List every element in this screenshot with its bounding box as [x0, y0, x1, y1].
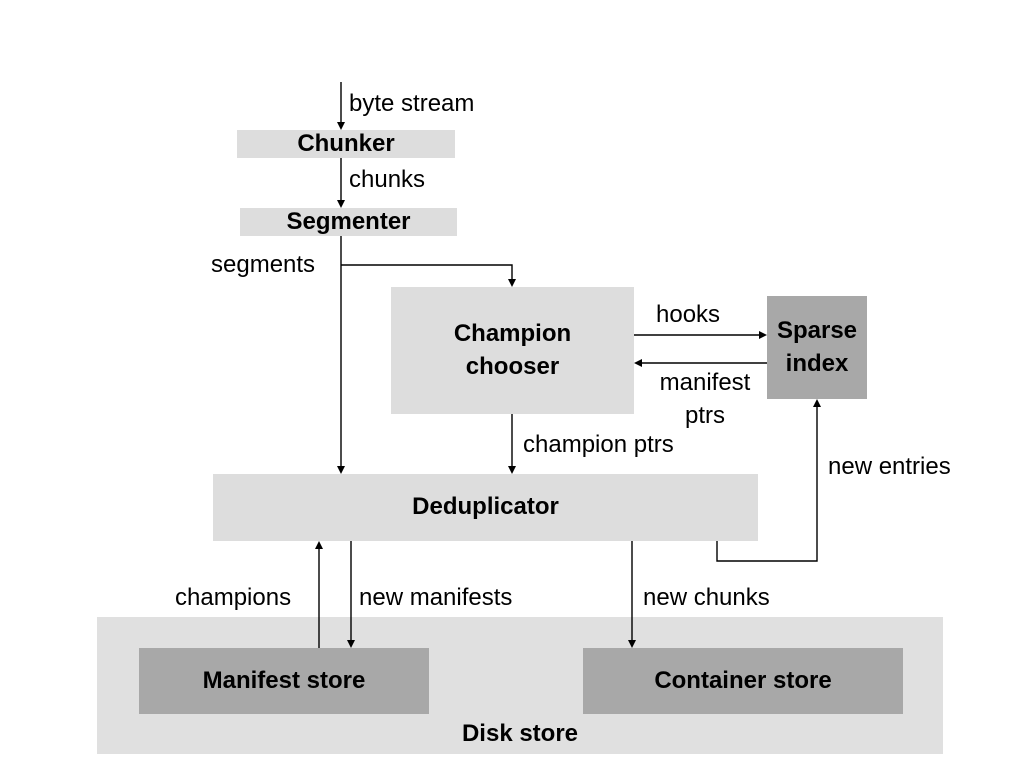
- sparse-index-label-line1: Sparse: [776, 317, 858, 345]
- arrowhead-manifest-ptrs: [634, 359, 642, 367]
- arrowhead-byte-stream: [337, 122, 345, 130]
- manifest-store-label: Manifest store: [202, 666, 366, 694]
- label-new-entries: new entries: [828, 453, 951, 480]
- arrowhead-chunks: [337, 200, 345, 208]
- manifest-store-box: Manifest store: [139, 648, 429, 714]
- champion-chooser-label-line1: Champion: [453, 320, 572, 348]
- champion-chooser-box: Champion chooser: [391, 287, 634, 414]
- arrowhead-hooks: [759, 331, 767, 339]
- champion-chooser-label-line2: chooser: [465, 352, 560, 380]
- label-hooks: hooks: [656, 301, 721, 328]
- arrowhead-champions: [315, 541, 323, 549]
- arrowhead-new-entries: [813, 399, 821, 407]
- label-manifest-ptrs-line2: ptrs: [684, 402, 725, 429]
- sparse-index-label-line2: index: [785, 349, 849, 377]
- arrow-segments-to-chooser: [341, 264, 513, 279]
- chunker-box: Chunker: [237, 130, 455, 158]
- label-chunks: chunks: [349, 166, 426, 193]
- label-new-manifests: new manifests: [359, 584, 513, 611]
- segmenter-box: Segmenter: [240, 208, 457, 236]
- arrowhead-champion-ptrs: [508, 466, 516, 474]
- label-champion-ptrs: champion ptrs: [523, 431, 674, 458]
- deduplicator-label: Deduplicator: [412, 493, 559, 521]
- arrowhead-segments-to-chooser: [508, 279, 516, 287]
- chunker-label: Chunker: [297, 130, 395, 157]
- label-champions: champions: [175, 584, 292, 611]
- container-store-box: Container store: [583, 648, 903, 714]
- label-manifest-ptrs-line1: manifest: [659, 369, 751, 396]
- sparse-index-box: Sparse index: [767, 296, 867, 399]
- deduplicator-box: Deduplicator: [213, 474, 758, 541]
- container-store-label: Container store: [654, 666, 832, 694]
- arrowhead-segments-to-deduplicator: [337, 466, 345, 474]
- disk-store-label: Disk store: [461, 719, 579, 747]
- segmenter-label: Segmenter: [286, 208, 411, 235]
- label-segments: segments: [211, 251, 316, 278]
- label-byte-stream: byte stream: [349, 90, 475, 117]
- label-new-chunks: new chunks: [643, 584, 770, 611]
- label-manifest-ptrs: manifest ptrs: [648, 366, 762, 432]
